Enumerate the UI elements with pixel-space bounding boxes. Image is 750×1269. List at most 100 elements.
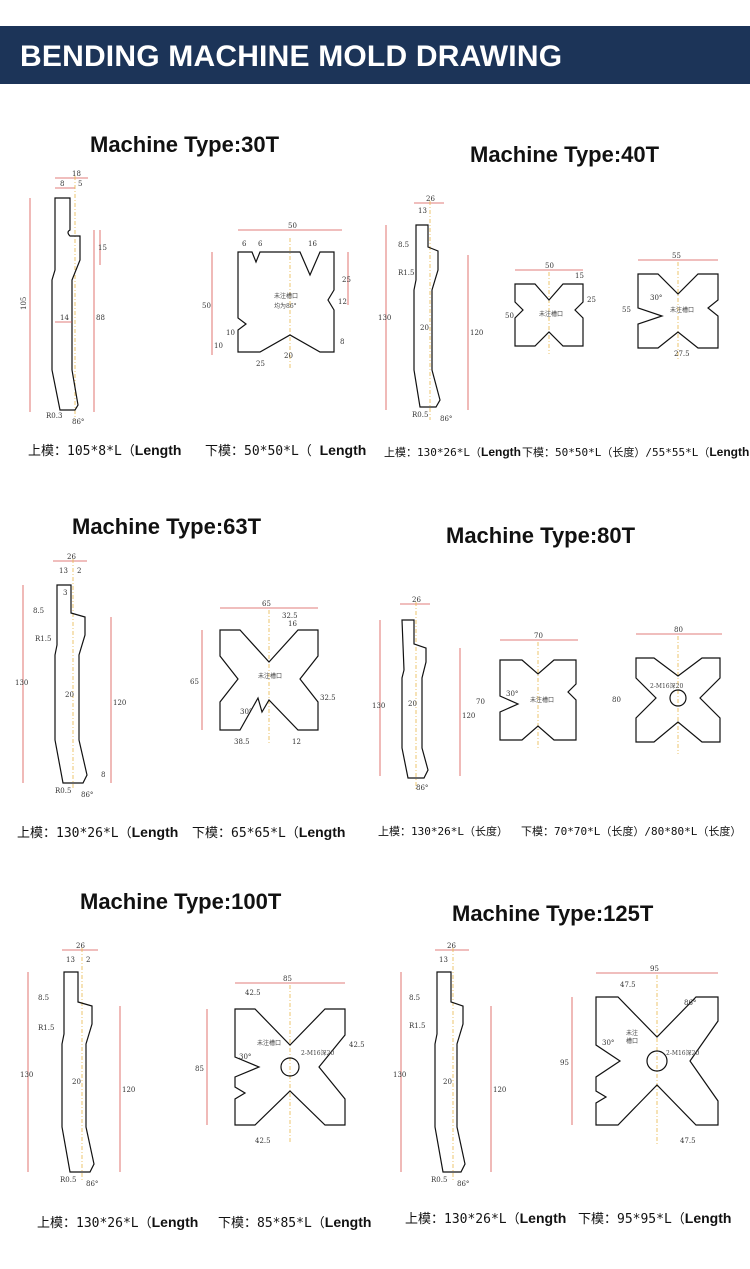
dim-s: 15 <box>575 272 584 280</box>
dim-s1: 8.5 <box>33 607 44 615</box>
caption-lower-80t: 下模：70*70*L（长度）/80*80*L（长度） <box>521 825 742 838</box>
dim-height2: 120 <box>470 329 483 337</box>
dim-b: 2 <box>86 956 90 964</box>
dim-bottom-width: 38.5 <box>234 738 250 746</box>
dim-angle: 86° <box>72 418 84 426</box>
dim-side: 15 <box>98 244 107 252</box>
dim-angle: 86° <box>416 784 428 792</box>
dim-height: 55 <box>622 306 631 314</box>
dim-width: 50 <box>288 222 297 230</box>
dim-height: 130 <box>393 1071 406 1079</box>
dim-height: 95 <box>560 1059 569 1067</box>
note-hole: 2-M16深20 <box>650 682 683 690</box>
dim-r: R1.5 <box>38 1024 54 1032</box>
dim-b: 16 <box>288 620 297 628</box>
dim-a: 13 <box>66 956 75 964</box>
dim-a: 13 <box>59 567 68 575</box>
title-63t: Machine Type:63T <box>72 514 262 539</box>
lower-mold-80-drawing: 80 80 2-M16深20 <box>612 626 722 754</box>
lower-mold-65-drawing: 65 32.5 16 65 32.5 30° 38.5 12 未注槽口 <box>190 600 336 746</box>
dim-height: 105 <box>20 297 28 310</box>
dim-top: 18 <box>72 170 81 178</box>
dim-height: 80 <box>612 696 621 704</box>
note-slot: 未注槽口 <box>258 672 282 680</box>
dim-height: 70 <box>476 698 485 706</box>
dim-mid: 20 <box>65 691 74 699</box>
lower-mold-55-drawing: 55 27.5 55 30° 未注槽口 <box>622 252 719 360</box>
dim-a: 6 <box>242 240 247 248</box>
dim-bottom-width: 42.5 <box>255 1137 271 1145</box>
caption-upper-40t: 上模：130*26*L（Length <box>384 445 521 459</box>
title-40t: Machine Type:40T <box>470 142 660 167</box>
dim-angle: 86° <box>457 1180 469 1188</box>
caption-lower-125t: 下模：95*95*L（Length <box>578 1210 732 1227</box>
title-30t: Machine Type:30T <box>90 132 280 157</box>
note-angle: 均为86° <box>274 302 297 310</box>
dim-height2: 120 <box>122 1086 135 1094</box>
dim-width: 50 <box>545 262 554 270</box>
lower-mold-95-drawing: 95 47.5 95 30° 86° 47.5 未注 槽口 2-M16深20 <box>560 965 719 1145</box>
dim-a: 32.5 <box>282 612 298 620</box>
header-banner <box>0 26 750 84</box>
dim-angle: 30° <box>239 1053 251 1061</box>
dim-angle: 30° <box>506 690 518 698</box>
dim-r: 25 <box>587 296 596 304</box>
dim-height2: 120 <box>493 1086 506 1094</box>
dim-mid: 20 <box>408 700 417 708</box>
note-slot1: 未注 <box>626 1029 638 1037</box>
dim-a: 47.5 <box>620 981 636 989</box>
note-slot: 未注槽口 <box>670 306 694 314</box>
dim-s1: 8.5 <box>398 241 409 249</box>
note-slot2: 槽口 <box>626 1037 638 1045</box>
upper-mold-80t-drawing: 26 130 120 20 86° <box>372 596 475 792</box>
dim-height: 130 <box>20 1071 33 1079</box>
title-125t: Machine Type:125T <box>452 901 654 926</box>
dim-angle: 30° <box>240 708 252 716</box>
dim-mid: 20 <box>420 324 429 332</box>
dim-angle: 30° <box>602 1039 614 1047</box>
dim-width: 85 <box>283 975 292 983</box>
dim-height2: 88 <box>96 314 105 322</box>
dim-a: 8 <box>60 180 64 188</box>
dim-height2: 120 <box>113 699 126 707</box>
dim-tip: 8 <box>101 771 105 779</box>
lower-mold-70-drawing: 70 70 30° 未注槽口 <box>476 632 578 748</box>
dim-r1: 25 <box>342 276 351 284</box>
note-hole: 2-M16深20 <box>301 1049 334 1057</box>
dim-height: 130 <box>378 314 391 322</box>
dim-height: 85 <box>195 1065 204 1073</box>
dim-width: 65 <box>262 600 271 608</box>
upper-mold-30t-drawing: 18 8 5 105 88 14 15 R0.3 86° <box>20 170 107 426</box>
upper-mold-125t-drawing: 26 13 8.5 R1.5 130 120 20 R0.5 86° <box>393 942 506 1188</box>
dim-l2: 10 <box>226 329 235 337</box>
dim-height2: 120 <box>462 712 475 720</box>
dim-r: 32.5 <box>320 694 336 702</box>
dim-b: 2 <box>77 567 81 575</box>
dim-top: 26 <box>76 942 85 950</box>
dim-b: 16 <box>308 240 317 248</box>
dim-angle: 86° <box>86 1180 98 1188</box>
dim-mid: 20 <box>443 1078 452 1086</box>
dim-top: 26 <box>67 553 76 561</box>
dim-width: 70 <box>534 632 543 640</box>
upper-mold-40t-drawing: 26 13 8.5 R1.5 130 120 20 R0.5 86° <box>378 195 483 423</box>
dim-bottom-right: 8 <box>340 338 344 346</box>
dim-c: 6 <box>258 240 263 248</box>
caption-lower-63t: 下模：65*65*L（Length <box>192 824 346 841</box>
caption-lower-40t: 下模：50*50*L（长度）/55*55*L（Length <box>522 445 750 459</box>
dim-r2: 12 <box>338 298 347 306</box>
note-slot: 未注槽口 <box>257 1039 281 1047</box>
dim-height: 130 <box>372 702 385 710</box>
dim-tip-radius: R0.5 <box>55 787 71 795</box>
dim-r: R1.5 <box>398 269 414 277</box>
dim-r: 42.5 <box>349 1041 365 1049</box>
title-100t: Machine Type:100T <box>80 889 282 914</box>
dim-t: 27.5 <box>674 350 690 358</box>
caption-upper-63t: 上模：130*26*L（Length <box>17 824 179 841</box>
dim-tip-radius: R0.5 <box>412 411 428 419</box>
dim-tip-radius: R0.5 <box>431 1176 447 1184</box>
page-title: BENDING MACHINE MOLD DRAWING <box>20 40 563 73</box>
dim-width: 80 <box>674 626 683 634</box>
dim-a: 42.5 <box>245 989 261 997</box>
dim-angle: 86° <box>440 415 452 423</box>
